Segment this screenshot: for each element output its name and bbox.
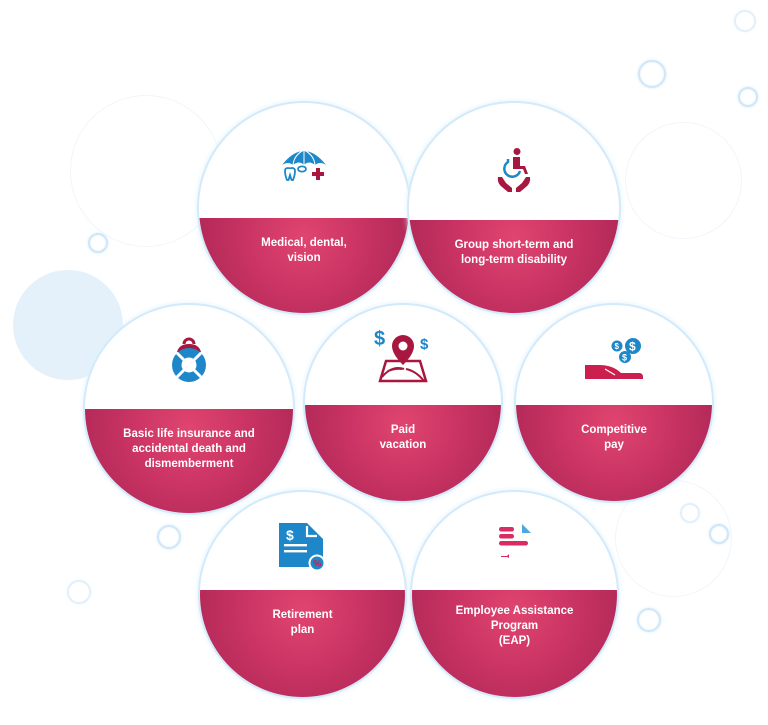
benefit-label: Medical, dental, vision xyxy=(261,237,347,264)
decorative-ring xyxy=(157,525,181,549)
svg-text:$: $ xyxy=(374,328,385,350)
decorative-ring xyxy=(88,233,108,253)
benefit-eap: Employee Assistance Program (EAP) xyxy=(412,492,617,697)
document-dollar-icon: $ % xyxy=(277,521,329,578)
decorative-ring xyxy=(734,10,756,32)
benefit-label: Competitive pay xyxy=(581,424,647,451)
benefit-label: Retirement plan xyxy=(272,609,333,636)
svg-text:$: $ xyxy=(629,340,636,354)
svg-text:$: $ xyxy=(286,527,294,543)
svg-text:$: $ xyxy=(622,353,627,363)
umbrella-health-icon xyxy=(280,147,328,192)
benefit-retirement-plan: $ % Retirement plan xyxy=(200,492,405,697)
decorative-ring xyxy=(738,87,758,107)
benefit-life-insurance: Basic life insurance and accidental deat… xyxy=(85,305,293,513)
benefit-label: Paid vacation xyxy=(379,424,427,451)
svg-text:%: % xyxy=(313,559,321,569)
benefit-label: Employee Assistance Program (EAP) xyxy=(455,605,574,647)
decorative-ring xyxy=(680,503,700,523)
wheelchair-hands-icon xyxy=(494,147,534,198)
benefit-label: Group short-term and long-term disabilit… xyxy=(454,239,574,266)
benefit-paid-vacation: $ $ Paid vacation xyxy=(305,305,501,501)
decorative-ring xyxy=(709,524,729,544)
benefit-label: Basic life insurance and accidental deat… xyxy=(123,428,255,470)
benefit-competitive-pay: $ $ $ Competitive pay xyxy=(516,305,712,501)
decorative-ring xyxy=(638,60,666,88)
map-pin-money-icon: $ $ xyxy=(372,327,434,388)
eap-lines-icon xyxy=(497,522,533,567)
benefit-medical-dental-vision: Medical, dental, vision xyxy=(199,103,409,313)
decorative-ring xyxy=(637,608,661,632)
hand-coins-icon: $ $ $ xyxy=(583,335,645,388)
decorative-ring xyxy=(67,580,91,604)
svg-text:$: $ xyxy=(615,342,620,351)
svg-text:$: $ xyxy=(420,336,429,353)
background-faint-circle xyxy=(625,122,742,239)
benefit-disability: Group short-term and long-term disabilit… xyxy=(409,103,619,313)
life-buoy-icon xyxy=(167,335,211,388)
